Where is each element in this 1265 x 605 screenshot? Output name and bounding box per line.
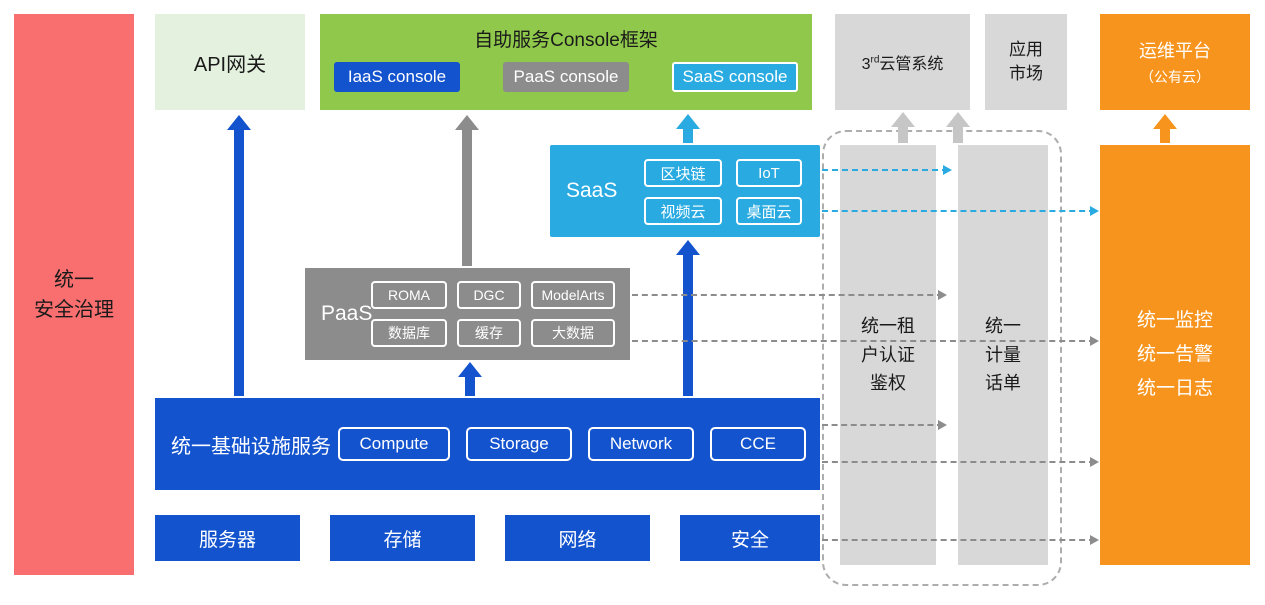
arrow-iaas-to-saas [676, 240, 700, 396]
console-frame-title: 自助服务Console框架 [474, 30, 658, 51]
chip-desktop-cloud: 桌面云 [736, 197, 802, 225]
connector-hardware-to-monitor [822, 535, 1099, 545]
chip-blockchain: 区块链 [644, 159, 722, 187]
console-frame-node: 自助服务Console框架 IaaS console PaaS console … [320, 14, 812, 110]
console-button-row: IaaS console PaaS console SaaS console [320, 62, 812, 92]
app-market-node: 应用 市场 [985, 14, 1067, 110]
ops-platform-sublabel: （公有云） [1140, 69, 1210, 85]
saas-label: SaaS [566, 179, 618, 202]
iaas-services: Compute Storage Network CCE [338, 427, 806, 461]
metering-billing-bar: 统一 计量 话单 [958, 145, 1048, 565]
chip-compute: Compute [338, 427, 450, 461]
iaas-label: 统一基础设施服务 [171, 435, 331, 458]
hardware-security-node: 安全 [680, 515, 820, 561]
chip-roma: ROMA [371, 281, 447, 309]
arrow-monitor-to-ops [1153, 114, 1177, 143]
arrow-auth-to-third-cloud [891, 112, 915, 143]
chip-storage: Storage [466, 427, 572, 461]
third-party-cloud-node: 3rd云管系统 [835, 14, 970, 110]
arrow-iaas-to-paas [458, 362, 482, 396]
hardware-storage-node: 存储 [330, 515, 475, 561]
ops-platform-label: 运维平台 [1139, 41, 1211, 61]
connector-iaas-to-billing [822, 420, 947, 430]
paas-console-node: PaaS console [503, 62, 629, 92]
connector-iaas-to-monitor [822, 457, 1099, 467]
arrow-iaas-to-api-gateway [227, 115, 251, 396]
api-gateway-node: API网关 [155, 14, 305, 110]
chip-iot: IoT [736, 159, 802, 187]
connector-paas-to-monitor [632, 336, 1099, 346]
chip-database: 数据库 [371, 319, 447, 347]
connector-saas-to-monitor [822, 206, 1099, 216]
hardware-server-node: 服务器 [155, 515, 300, 561]
iaas-console-node: IaaS console [334, 62, 460, 92]
chip-video-cloud: 视频云 [644, 197, 722, 225]
third-party-cloud-label: 3rd云管系统 [861, 54, 944, 73]
chip-cache: 缓存 [457, 319, 521, 347]
connector-saas-to-auth [822, 165, 952, 175]
shared-services-dashed-frame [822, 130, 1062, 586]
monitor-alarm-log-bar: 统一监控 统一告警 统一日志 [1100, 145, 1250, 565]
chip-network: Network [588, 427, 694, 461]
saas-services: 区块链 IoT 视频云 桌面云 [644, 159, 802, 225]
ops-platform-node: 运维平台 （公有云） [1100, 14, 1250, 110]
security-governance-node: 统一 安全治理 [14, 14, 134, 575]
paas-node: PaaS ROMA DGC ModelArts 数据库 缓存 大数据 [305, 268, 630, 360]
chip-modelarts: ModelArts [531, 281, 615, 309]
arrow-paas-to-console [455, 115, 479, 266]
saas-node: SaaS 区块链 IoT 视频云 桌面云 [550, 145, 820, 237]
paas-services: ROMA DGC ModelArts 数据库 缓存 大数据 [371, 281, 615, 347]
arrow-billing-to-market [946, 112, 970, 143]
connector-paas-to-billing [632, 290, 947, 300]
chip-dgc: DGC [457, 281, 521, 309]
iaas-node: 统一基础设施服务 Compute Storage Network CCE [155, 398, 820, 490]
paas-label: PaaS [321, 302, 373, 325]
chip-cce: CCE [710, 427, 806, 461]
tenant-auth-bar: 统一租 户认证 鉴权 [840, 145, 936, 565]
hardware-network-node: 网络 [505, 515, 650, 561]
saas-console-node: SaaS console [672, 62, 798, 92]
chip-bigdata: 大数据 [531, 319, 615, 347]
arrow-saas-to-console [676, 114, 700, 143]
